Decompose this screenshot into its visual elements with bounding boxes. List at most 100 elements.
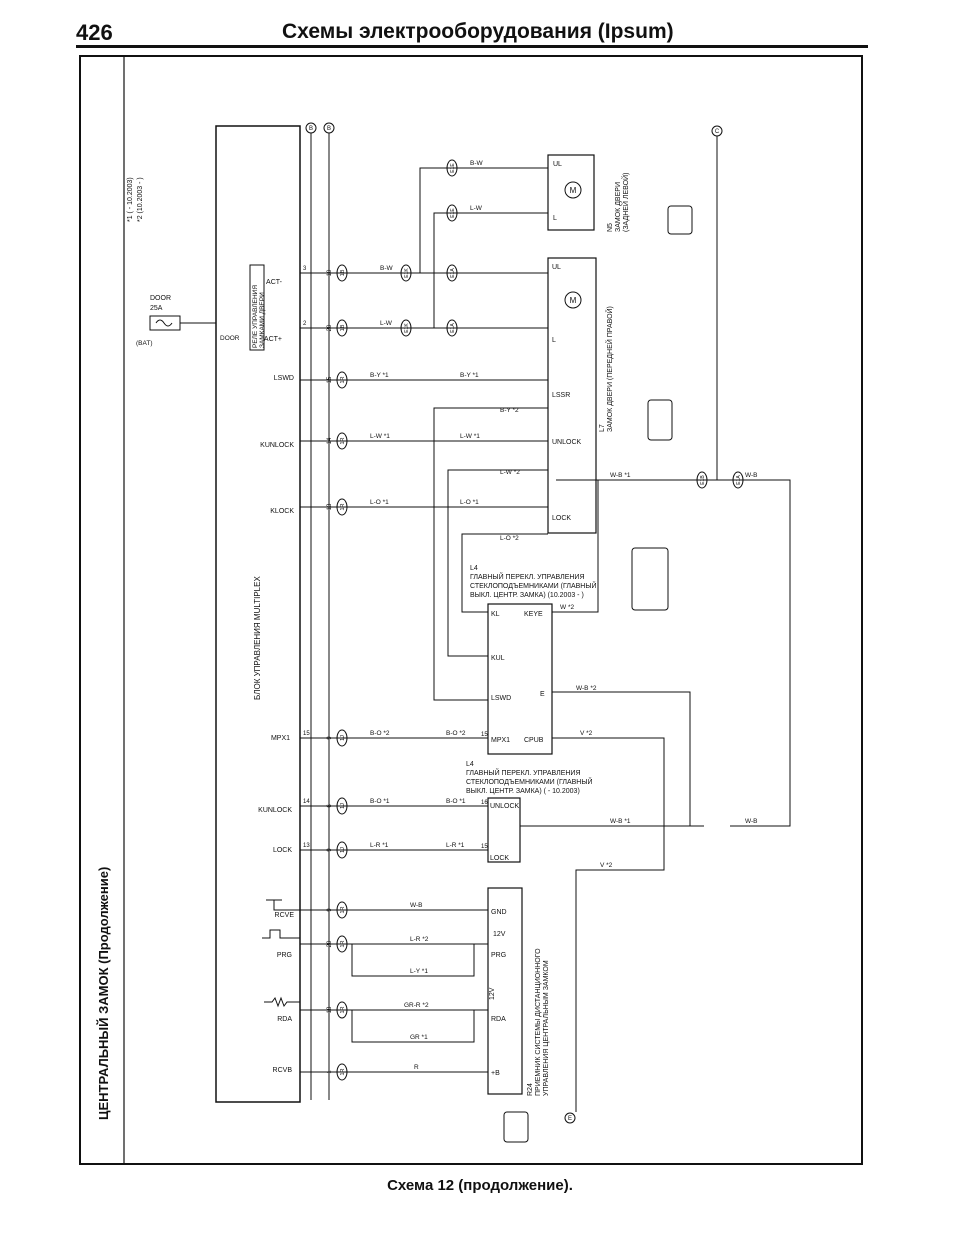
conn-pin-4: 14 <box>327 437 333 444</box>
connector-l7-icon <box>647 399 673 441</box>
conn-label-1: 1B <box>340 269 346 276</box>
page-title: Схемы электрооборудования (Ipsum) <box>282 20 674 43</box>
l4-new-line2: СТЕКЛОПОДЪЕМНИКАМИ (ГЛАВНЫЙ <box>470 581 597 590</box>
wire-label-kunlock-2: L-W *1 <box>460 433 480 440</box>
n5-subtitle: (ЗАДНЕЙ ЛЕВОЙ) <box>621 173 630 232</box>
r24-title-1: ПРИЕМНИК СИСТЕМЫ ДИСТАНЦИОННОГО <box>535 948 542 1096</box>
conn-oval-6 <box>336 729 348 747</box>
conn-pin-6: 9 <box>327 736 333 740</box>
ref-label-b-2: B <box>327 126 331 132</box>
r24-pin-gnd: GND <box>491 909 507 916</box>
l4-pin-lswd: LSWD <box>491 695 511 702</box>
fuse-rating: 25A <box>150 305 163 312</box>
wire-label-wb2: W-B *2 <box>576 685 597 692</box>
junction-label-1: E1E <box>450 163 456 173</box>
wire-lo2 <box>461 533 548 613</box>
l4-new-pin-num-mpx: 15 <box>481 732 488 738</box>
wire-label-lswd: B-Y *1 <box>370 372 389 379</box>
junction-label-6: E1A <box>450 323 456 333</box>
wire-label-lock2: L-R *1 <box>370 842 389 849</box>
pin-lock: LOCK <box>273 847 292 854</box>
mpx-pin-num-3: 15 <box>303 731 310 737</box>
fuse-box <box>149 315 181 331</box>
wire-label-act-plus: L-W <box>380 320 393 327</box>
conn-pin-10: 20 <box>327 940 333 947</box>
connector-n5-icon <box>667 205 693 235</box>
l4-old-pin-num-2: 15 <box>481 844 488 850</box>
wire-label-act-minus: B-W <box>380 265 394 272</box>
conn-pin-8: 9 <box>327 848 333 852</box>
pin-klock: KLOCK <box>270 508 294 515</box>
r24-12v-2: 12V <box>489 987 496 1000</box>
connector-l4-icon <box>631 547 669 611</box>
wire-label-n5-l: L-W <box>470 205 483 212</box>
wire-label-rda-a: GR-R *2 <box>404 1002 429 1009</box>
n5-pin-ul: UL <box>553 161 562 168</box>
connector-r24-icon <box>503 1111 529 1143</box>
l7-pin-unlock: UNLOCK <box>552 439 582 446</box>
mpx-pin-num-5: 13 <box>303 843 310 849</box>
wire-by2 <box>433 407 548 701</box>
note-2: *2 (10.2003 - ) <box>137 177 144 222</box>
pin-kunlock: KUNLOCK <box>260 442 294 449</box>
wire-label-kunlock2-2: B-O *1 <box>446 798 466 805</box>
junction-oval-3 <box>400 264 412 282</box>
wire-wb <box>556 479 791 827</box>
junction-label-2: E1E <box>450 208 456 218</box>
wire-label-wb1-2: W-B *1 <box>610 818 631 825</box>
l7-pin-lock: LOCK <box>552 515 571 522</box>
l4-old-pin-num-1: 16 <box>481 800 488 806</box>
pin-mpx1: MPX1 <box>271 735 290 742</box>
l4-old-line3: ВЫКЛ. ЦЕНТР. ЗАМКА) ( - 10.2003) <box>466 788 580 795</box>
conn-oval-1 <box>336 264 348 282</box>
conn-oval-11 <box>336 1001 348 1019</box>
l4-old-code: L4 <box>466 761 474 768</box>
ref-circle-e <box>564 1112 576 1124</box>
pin-prg: PRG <box>277 952 292 959</box>
mpx-pin-num-4: 14 <box>303 799 310 805</box>
l7-motor-icon <box>564 291 582 309</box>
junction-label-8: E1A <box>736 475 742 485</box>
n5-motor-letter: M <box>570 186 577 195</box>
wire-label-by2: B-Y *2 <box>500 407 519 414</box>
l4-new-line1: ГЛАВНЫЙ ПЕРЕКЛ. УПРАВЛЕНИЯ <box>470 572 585 581</box>
conn-oval-4 <box>336 432 348 450</box>
wire-prg-b <box>351 944 475 977</box>
conn-oval-5 <box>336 498 348 516</box>
header-rule <box>76 45 868 48</box>
junction-label-7: E1B <box>700 475 706 485</box>
n5-title: ЗАМОК ДВЕРИ <box>615 182 622 232</box>
l4-old-line2: СТЕКЛОПОДЪЕМНИКАМИ (ГЛАВНЫЙ <box>466 777 593 786</box>
l4-old-pin-unlock: UNLOCK <box>490 803 520 810</box>
diagram-frame <box>79 55 863 1165</box>
pin-act-plus: ACT+ <box>264 336 282 343</box>
door-pin-label: DOOR <box>220 335 240 342</box>
junction-oval-7 <box>696 471 708 489</box>
l7-pin-lssr: LSSR <box>552 392 570 399</box>
fuse-icon <box>155 319 173 327</box>
conn-label-7: 1J <box>340 803 346 809</box>
junction-oval-1 <box>446 159 458 177</box>
wire-v2 <box>552 737 665 1112</box>
l4-pin-kl: KL <box>491 611 500 618</box>
wire-label-rda-b: GR *1 <box>410 1034 428 1041</box>
conn-label-5: 1R <box>340 503 346 510</box>
l4-pin-mpx1: MPX1 <box>491 737 510 744</box>
junction-oval-2 <box>446 204 458 222</box>
wire-label-wb1: W-B *1 <box>610 472 631 479</box>
mpx-pin-num-2: 2 <box>303 321 307 327</box>
conn-pin-12: 1 <box>327 1070 333 1074</box>
wire-lw2 <box>447 469 548 657</box>
conn-oval-8 <box>336 841 348 859</box>
wire-label-rcve: W-B <box>410 902 423 909</box>
pin-rda: RDA <box>277 1016 292 1023</box>
conn-label-10: 1R <box>340 940 346 947</box>
r24-12v-1: 12V <box>493 931 506 938</box>
wire-label-rcvb: R <box>414 1064 419 1071</box>
l4-pin-cpub: CPUB <box>524 737 544 744</box>
wire-label-lswd-2: B-Y *1 <box>460 372 479 379</box>
note-1: *1 ( - 10.2003) <box>127 177 134 222</box>
l4-pin-keye: KEYE <box>524 611 543 618</box>
mpx-pin-num-1: 3 <box>303 266 307 272</box>
conn-label-8: 1J <box>340 847 346 853</box>
